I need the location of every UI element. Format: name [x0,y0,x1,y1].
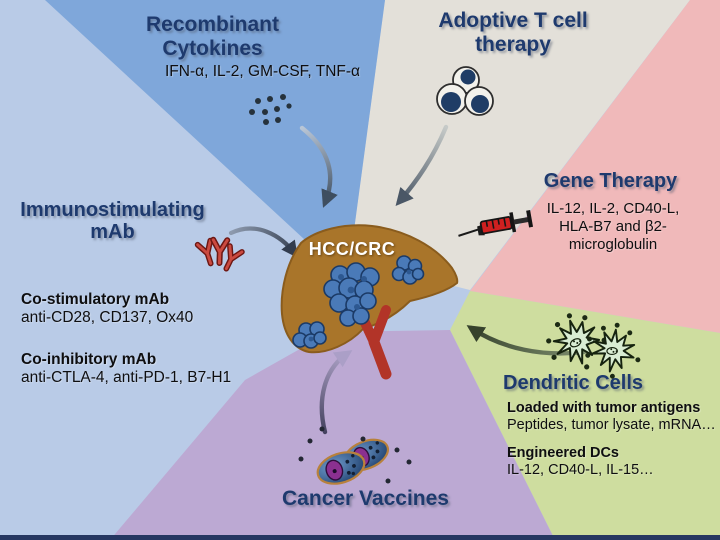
center-label-hcc-crc: HCC/CRC [308,239,396,259]
wedge-dendritic-cells [450,291,720,540]
mab-coinhibitory-detail: anti-CTLA-4, anti-PD-1, B7-H1 [21,369,232,386]
vaccine-cells-icon [298,426,412,485]
dendritic-engineered-detail: IL-12, CD40-L, IL-15… [507,462,654,478]
cytokine-dots-icon [249,94,292,125]
arrow-mab-to-liver [228,226,298,259]
section-title-cancer-vaccines: Cancer Vaccines [282,487,449,510]
wedge-adoptive-t-cell [350,0,690,290]
section-title-adoptive-t-cell: Adoptive T cell therapy [438,9,588,56]
dendritic-loaded-detail: Peptides, tumor lysate, mRNA… [507,417,716,433]
arrow-tcell-to-liver [395,124,449,207]
arrow-cytokines-to-liver [299,125,338,208]
mab-costimulatory-detail: anti-CD28, CD137, Ox40 [21,309,194,326]
arrow-vaccines-to-liver [319,350,353,435]
section-title-recombinant-cytokines: Recombinant Cytokines [145,13,279,60]
section-detail-gene-therapy: IL-12, IL-2, CD40-L, HLA-B7 and β2- micr… [546,200,680,253]
section-title-dendritic-cells: Dendritic Cells [503,372,644,394]
mab-costimulatory-heading: Co-stimulatory mAb [21,291,170,308]
vaccine-scatter-dots [298,426,412,484]
dendritic-loaded-heading: Loaded with tumor antigens [507,400,701,416]
liver-icon [280,224,459,380]
syringe-icon [458,210,534,237]
wedge-recombinant-cytokines [45,0,385,260]
wedge-gene-therapy [470,0,720,333]
section-detail-recombinant-cytokines: IFN-α, IL-2, GM-CSF, TNF-α [164,63,361,80]
tumor-nodules-icon [292,255,425,349]
wedge-cancer-vaccines [110,330,555,540]
dendritic-engineered-heading: Engineered DCs [507,445,619,461]
tumor-nodule-shading [308,269,412,342]
mab-coinhibitory-heading: Co-inhibitory mAb [21,351,157,368]
section-title-immunostimulating-mab: Immunostimulating mAb [20,199,205,244]
section-title-gene-therapy: Gene Therapy [543,170,678,192]
slide-bottom-border [0,535,720,540]
t-cell-cluster-icon [436,66,494,116]
